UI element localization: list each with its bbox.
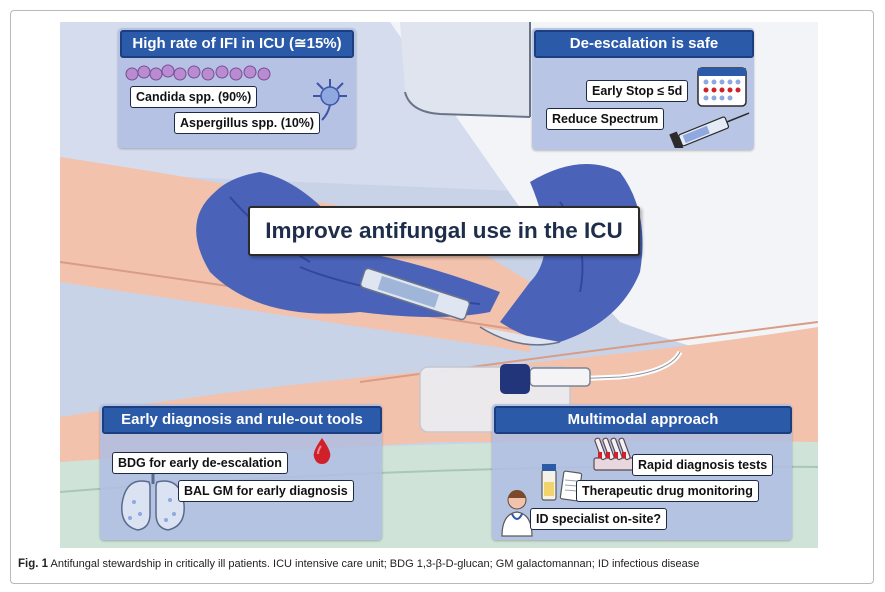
caption-text: Antifungal stewardship in critically ill…	[50, 558, 700, 570]
test-tubes-icon	[593, 437, 639, 471]
early-stop-label: Early Stop ≤ 5d	[586, 80, 689, 102]
multimodal-panel-header: Multimodal approach	[494, 406, 792, 434]
figure-caption: Fig. 1 Antifungal stewardship in critica…	[18, 558, 868, 570]
reduce-spectrum-label: Reduce Spectrum	[546, 108, 665, 130]
illustration: High rate of IFI in ICU (≅15%) Candida s…	[60, 22, 818, 548]
vials-icon	[541, 464, 583, 502]
bdg-label: BDG for early de-escalation	[112, 452, 288, 474]
id-specialist-label: ID specialist on-site?	[530, 508, 668, 530]
ifi-panel-header: High rate of IFI in ICU (≅15%)	[120, 30, 354, 58]
candida-label: Candida spp. (90%)	[130, 86, 258, 108]
calendar-icon	[697, 67, 747, 107]
lungs-icon	[121, 460, 185, 531]
diagnosis-panel-header: Early diagnosis and rule-out tools	[102, 406, 382, 434]
caption-label: Fig. 1	[18, 558, 49, 570]
bal-gm-label: BAL GM for early diagnosis	[178, 480, 354, 502]
candida-icon	[125, 64, 271, 81]
blood-drop-icon	[313, 438, 331, 464]
tdm-label: Therapeutic drug monitoring	[576, 480, 759, 502]
syringe-icon	[669, 112, 750, 148]
aspergillus-icon	[313, 79, 347, 121]
diagram-title: Improve antifungal use in the ICU	[248, 206, 640, 256]
aspergillus-label: Aspergillus spp. (10%)	[174, 112, 321, 134]
rapid-tests-label: Rapid diagnosis tests	[632, 454, 774, 476]
doctor-icon	[501, 490, 533, 537]
deescalation-panel-header: De-escalation is safe	[534, 30, 754, 58]
